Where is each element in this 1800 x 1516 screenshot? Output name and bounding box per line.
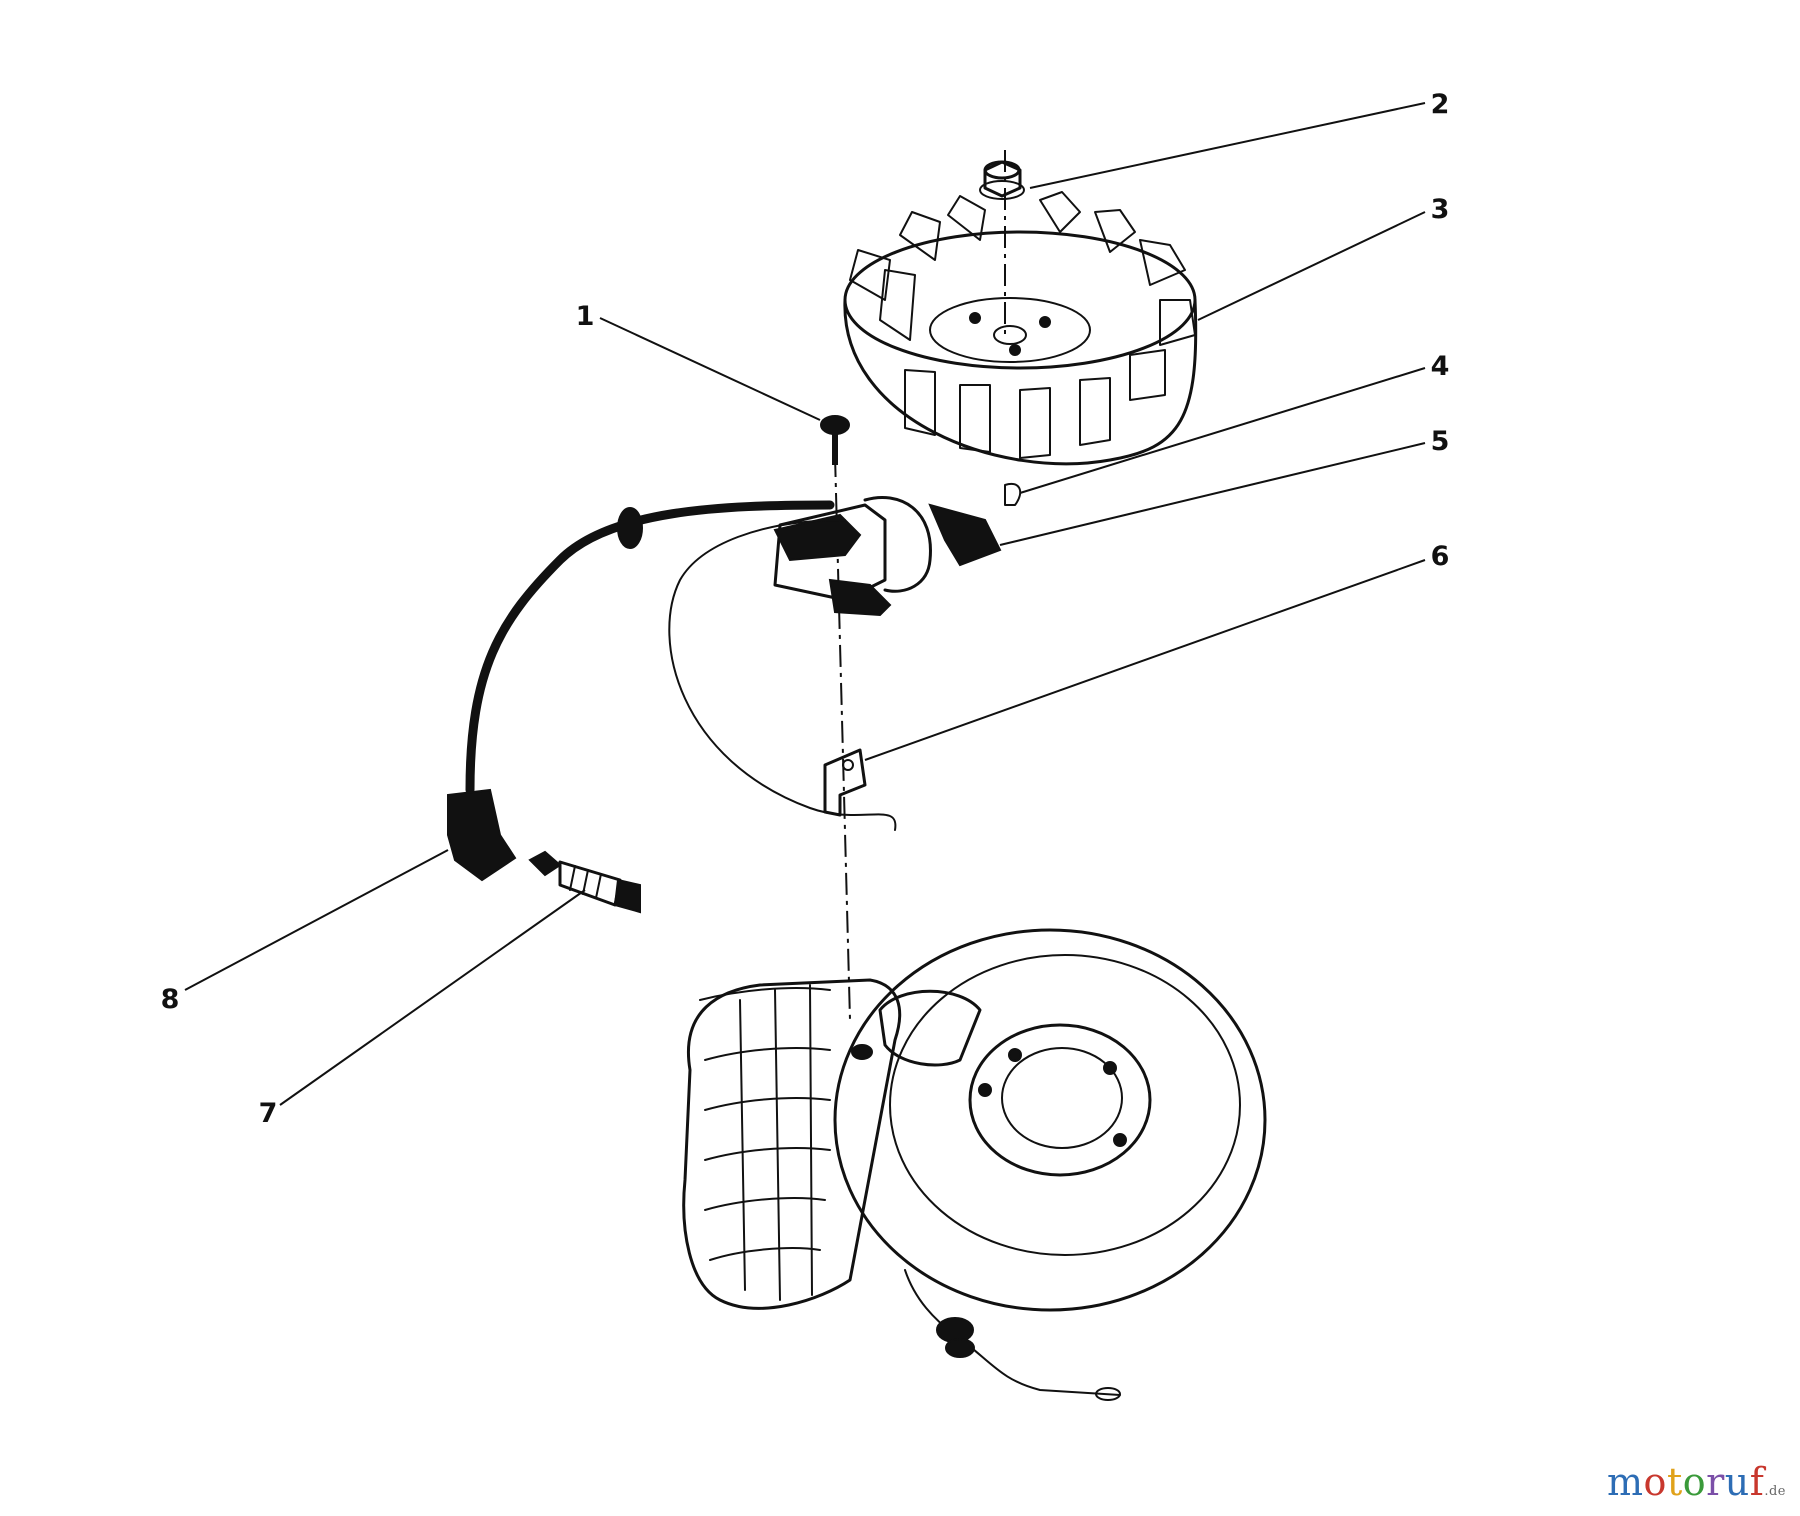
callout-number-2: 2	[1431, 89, 1450, 120]
callout-number-1: 1	[576, 301, 595, 332]
watermark-letter: t	[1666, 1460, 1683, 1504]
callout-numbers: 1 2 3 4 5 6 7 8	[161, 89, 1450, 1129]
watermark-letter: o	[1682, 1460, 1707, 1504]
ground-wire	[668, 519, 897, 831]
watermark-letter: f	[1749, 1460, 1765, 1504]
watermark-letter: m	[1607, 1460, 1644, 1504]
watermark-logo: motoruf.de	[1607, 1460, 1786, 1504]
callout-number-8: 8	[161, 984, 180, 1015]
callout-number-7: 7	[259, 1098, 278, 1129]
leader-line-6	[864, 559, 1426, 761]
leader-lines	[184, 102, 1426, 1106]
watermark-letter: u	[1724, 1460, 1750, 1504]
leader-line-1	[599, 317, 821, 421]
callout-number-3: 3	[1431, 194, 1450, 225]
callout-number-5: 5	[1431, 426, 1450, 457]
leader-line-2	[1029, 102, 1426, 189]
leader-line-8	[184, 849, 449, 991]
watermark-letter: r	[1706, 1460, 1725, 1504]
flywheel-nut	[979, 160, 1025, 200]
leader-line-7	[279, 889, 586, 1106]
leader-line-3	[1197, 211, 1426, 321]
leader-line-5	[999, 442, 1426, 546]
ignition-module	[773, 496, 1002, 617]
callout-number-6: 6	[1431, 541, 1450, 572]
spark-plug	[528, 850, 641, 914]
callout-number-4: 4	[1431, 351, 1450, 382]
engine-block	[682, 928, 1267, 1312]
watermark-letter: o	[1643, 1460, 1667, 1504]
watermark-suffix: .de	[1764, 1484, 1786, 1499]
coil-screw	[820, 415, 850, 465]
leader-line-4	[1019, 367, 1426, 494]
flywheel	[843, 191, 1198, 466]
spark-plug-lead	[447, 500, 835, 882]
ground-clip	[823, 748, 867, 817]
flywheel-key	[1004, 482, 1022, 506]
kill-switch-wire	[904, 1269, 1121, 1401]
